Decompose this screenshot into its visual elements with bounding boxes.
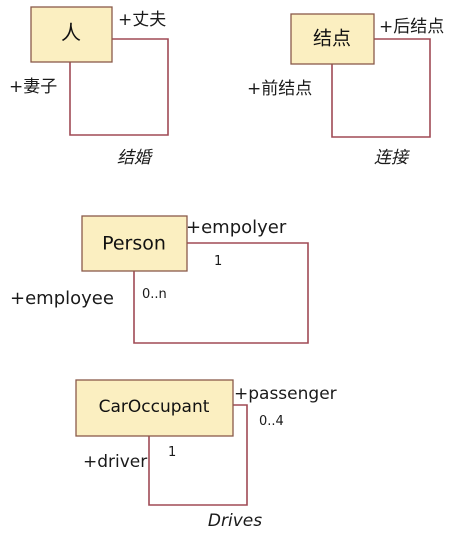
role-label-end1: +后结点 (379, 17, 444, 37)
association-line-employment (133, 242, 309, 344)
class-name: 结点 (313, 28, 351, 50)
multiplicity-end1: 1 (214, 254, 222, 269)
class-box-node[interactable] (290, 13, 375, 65)
role-label-end2: +employee (10, 288, 114, 309)
multiplicity-end1: 0..4 (259, 414, 284, 429)
class-box-person[interactable] (81, 215, 188, 272)
association-line-connection (331, 38, 431, 138)
diagram-drives: CarOccupant +passenger 0..4 +driver 1 Dr… (75, 379, 337, 531)
association-name: Drives (208, 511, 262, 531)
role-label-end1: +passenger (234, 384, 337, 404)
class-box-person-cn[interactable] (30, 6, 113, 63)
diagram-employment: Person +empolyer 1 +employee 0..n (10, 215, 309, 344)
role-label-end2: +前结点 (247, 79, 312, 99)
multiplicity-end2: 0..n (142, 287, 167, 302)
association-line-drives (148, 404, 248, 506)
multiplicity-end2: 1 (168, 445, 176, 460)
role-label-end1: +empolyer (186, 217, 287, 238)
class-name: Person (102, 233, 166, 255)
role-label-end2: +driver (83, 452, 147, 472)
role-label-end1: +丈夫 (118, 10, 166, 30)
class-box-car-occupant[interactable] (75, 379, 234, 437)
diagram-connection: 结点 +后结点 +前结点 连接 (247, 13, 444, 168)
class-name: 人 (61, 21, 81, 45)
association-name: 连接 (374, 148, 410, 168)
association-line-marriage (69, 38, 169, 136)
class-name: CarOccupant (99, 397, 210, 417)
diagram-marriage: 人 +丈夫 +妻子 结婚 (9, 6, 169, 168)
association-name: 结婚 (117, 148, 153, 168)
role-label-end2: +妻子 (9, 77, 57, 97)
